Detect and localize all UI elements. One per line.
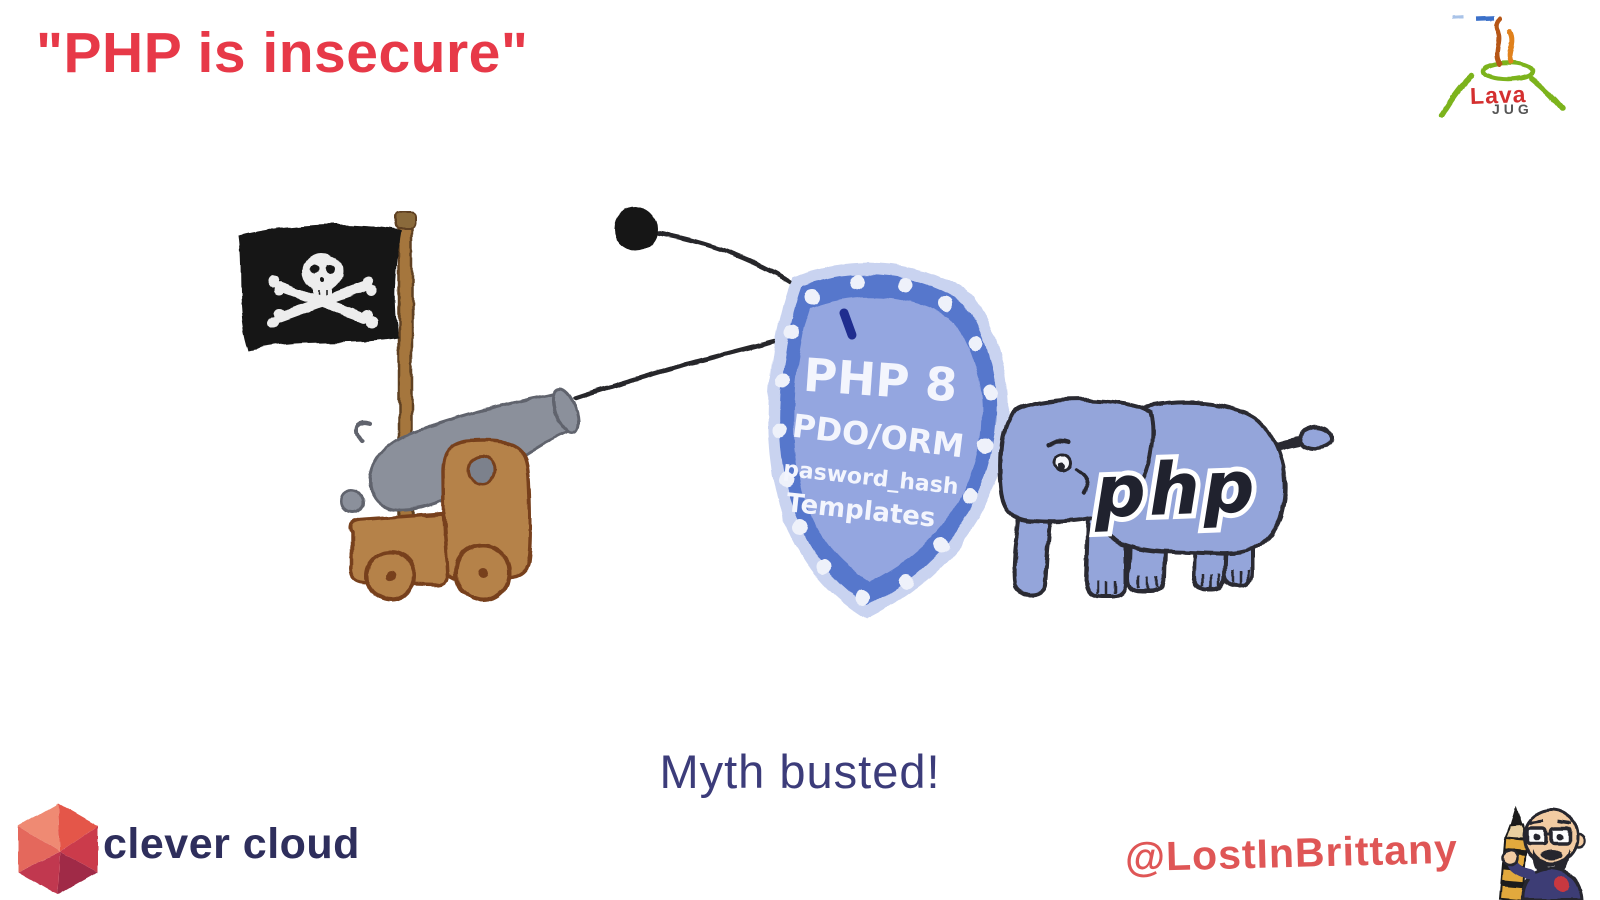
elephant-head	[998, 397, 1155, 524]
avatar-body	[1501, 849, 1584, 900]
php-label: php	[1092, 444, 1259, 534]
myth-busted-caption: Myth busted!	[659, 745, 941, 798]
lava-flame-icon	[1493, 16, 1515, 67]
elephant-trunk	[1012, 511, 1054, 597]
php-elephant: php	[998, 397, 1333, 598]
clever-cloud-gem-icon	[18, 803, 98, 895]
page-title: "PHP is insecure"	[36, 21, 529, 85]
shield-rivets	[772, 274, 998, 606]
shield-text-php8: PHP 8	[802, 348, 959, 413]
elephant-smile	[1074, 468, 1089, 494]
lavajug-logo-icon	[1439, 14, 1565, 118]
skull-crossbones-icon	[267, 253, 378, 328]
lavajug-jug-label: JUG	[1492, 101, 1533, 117]
volcano-icon	[1439, 60, 1565, 118]
elephant-eye	[1048, 439, 1072, 473]
shield: PHP 8 PDO/ORM pasword_hash Templates	[767, 262, 1009, 619]
author-avatar	[1498, 805, 1587, 900]
avatar-head	[1522, 808, 1587, 877]
clever-cloud-label: clever cloud	[103, 820, 360, 868]
avatar-glasses-icon	[1525, 826, 1572, 846]
author-handle: @LostInBrittany	[1124, 825, 1459, 881]
cannonball	[614, 207, 658, 251]
impact-mark	[839, 308, 857, 340]
elephant-toes	[1095, 570, 1250, 594]
pirate-flag	[238, 224, 402, 350]
cannon-wheels	[365, 544, 512, 602]
pirate-cannon	[238, 212, 580, 602]
